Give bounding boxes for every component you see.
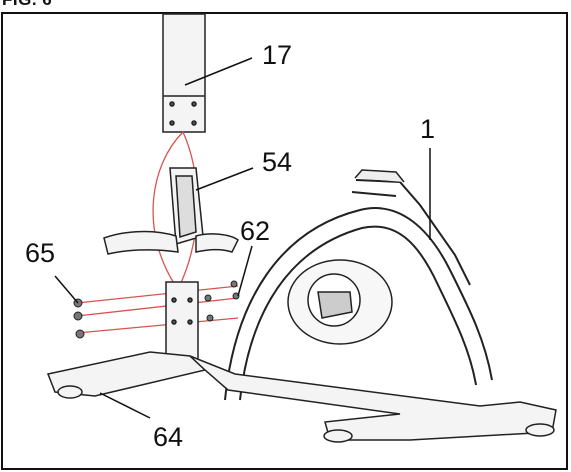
- assembly-guide-lines: [76, 131, 239, 334]
- figure-title: FIG. 6: [2, 0, 52, 10]
- callout-64: 64: [153, 422, 183, 452]
- callout-65: 65: [25, 238, 55, 268]
- upright-post: [162, 13, 206, 133]
- callout-17: 17: [262, 40, 292, 70]
- leader-lines: [54, 57, 431, 419]
- callout-1: 1: [420, 114, 435, 144]
- mounting-bracket: [103, 167, 239, 255]
- bolts: [73, 280, 240, 339]
- main-frame: [224, 169, 493, 401]
- base-stabilizers: [46, 351, 557, 443]
- post-socket: [165, 281, 199, 365]
- flywheel-housing: [287, 259, 393, 345]
- callout-62: 62: [240, 216, 270, 246]
- callout-54: 54: [262, 147, 292, 177]
